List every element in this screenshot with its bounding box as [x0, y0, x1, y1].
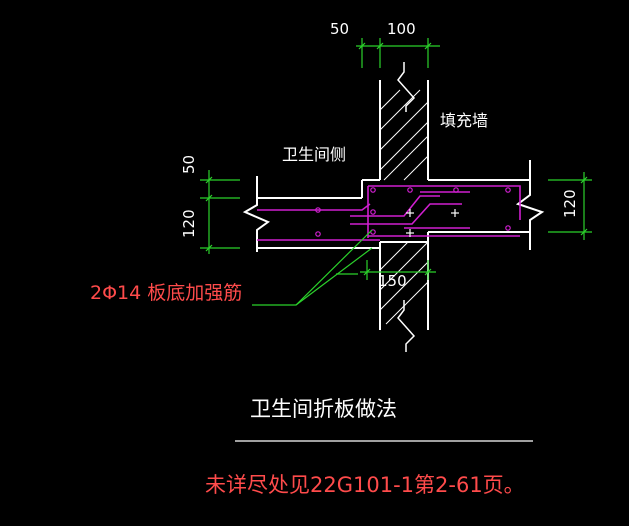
drawing-title: 卫生间折板做法 [250, 397, 397, 421]
rebar-crosses [406, 209, 459, 237]
rebar [257, 185, 521, 241]
rebar-dots [315, 187, 511, 237]
fill-wall [379, 80, 429, 330]
dim-top-left: 50 [330, 20, 349, 38]
dim-left-upper: 50 [180, 155, 198, 174]
dim-bottom: 150 [378, 272, 407, 290]
reference-note: 未详尽处见22G101-1第2-61页。 [205, 473, 525, 497]
dim-right: 120 [561, 189, 579, 218]
wall-hatch [379, 89, 429, 325]
wall-break-lines [397, 62, 416, 352]
label-fill-wall: 填充墙 [440, 111, 488, 130]
label-rebar-callout: 2Φ14 板底加强筋 [90, 282, 242, 304]
dim-left-lower: 120 [180, 209, 198, 238]
dimension-lines [200, 38, 592, 306]
label-bathroom-side: 卫生间侧 [282, 145, 346, 164]
dim-top-right: 100 [387, 20, 416, 38]
bathroom-slab [242, 160, 545, 252]
